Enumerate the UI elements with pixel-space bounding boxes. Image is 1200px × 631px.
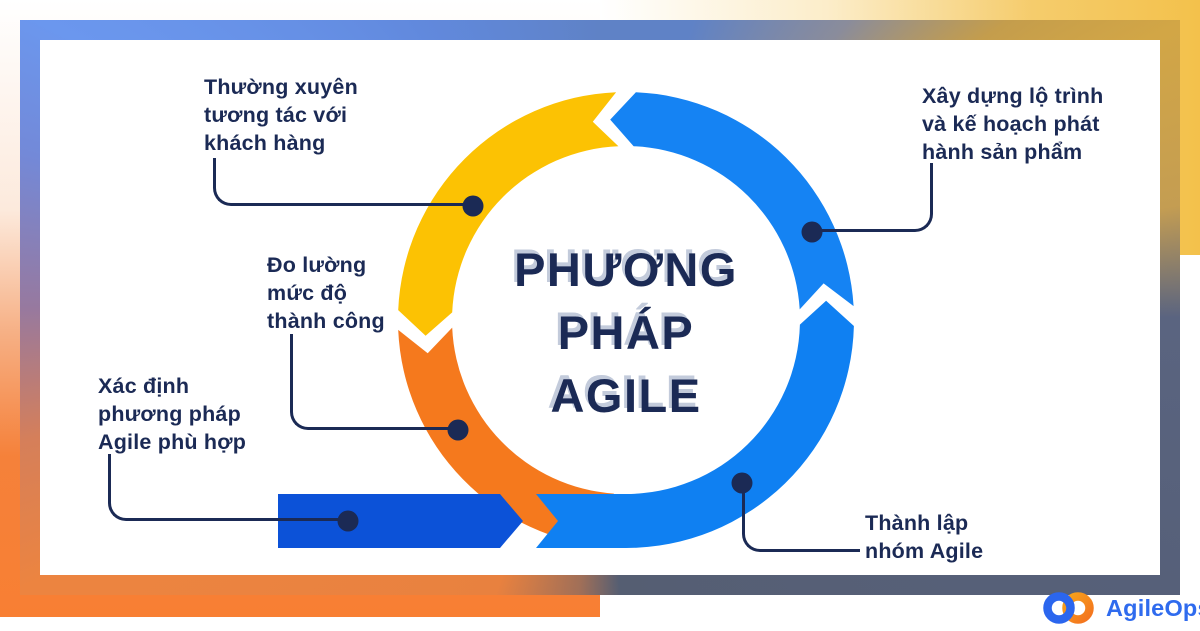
connector-line-team bbox=[742, 483, 860, 552]
label-roadmap-release-plan: Xây dựng lộ trình và kế hoạch phát hành … bbox=[922, 84, 1104, 164]
connector-dot-measure bbox=[447, 419, 469, 441]
connector-dot-identify bbox=[337, 510, 359, 532]
connector-line-interact bbox=[213, 158, 473, 206]
label-measure-success: Đo lường mức độ thành công bbox=[267, 253, 385, 333]
diagram-title: PHƯƠNG PHÁP AGILE bbox=[376, 238, 876, 427]
infinity-icon bbox=[1043, 592, 1094, 624]
cycle-arc-lightblue bbox=[536, 300, 854, 548]
connector-line-measure bbox=[290, 334, 458, 430]
cycle-arc-orange bbox=[398, 327, 614, 548]
diagram-title-line3: AGILE bbox=[550, 369, 702, 422]
cycle-arc-yellow bbox=[398, 92, 619, 336]
connector-dot-team bbox=[731, 472, 753, 494]
label-customer-interaction: Thường xuyên tương tác với khách hàng bbox=[204, 75, 358, 155]
diagram-title-line1: PHƯƠNG bbox=[514, 243, 738, 296]
label-form-agile-team: Thành lập nhóm Agile bbox=[865, 511, 984, 563]
agileops-logo: AgileOps bbox=[1042, 588, 1200, 628]
cycle-arc-blue bbox=[610, 92, 854, 310]
label-identify-method: Xác định phương pháp Agile phù hợp bbox=[98, 374, 247, 454]
brand-name: AgileOps bbox=[1106, 594, 1200, 621]
connector-dot-interact bbox=[462, 195, 484, 217]
connector-line-identify bbox=[108, 454, 348, 521]
connector-line-roadmap bbox=[812, 163, 933, 232]
diagram-title-line2: PHÁP bbox=[557, 306, 695, 359]
connector-dot-roadmap bbox=[801, 221, 823, 243]
